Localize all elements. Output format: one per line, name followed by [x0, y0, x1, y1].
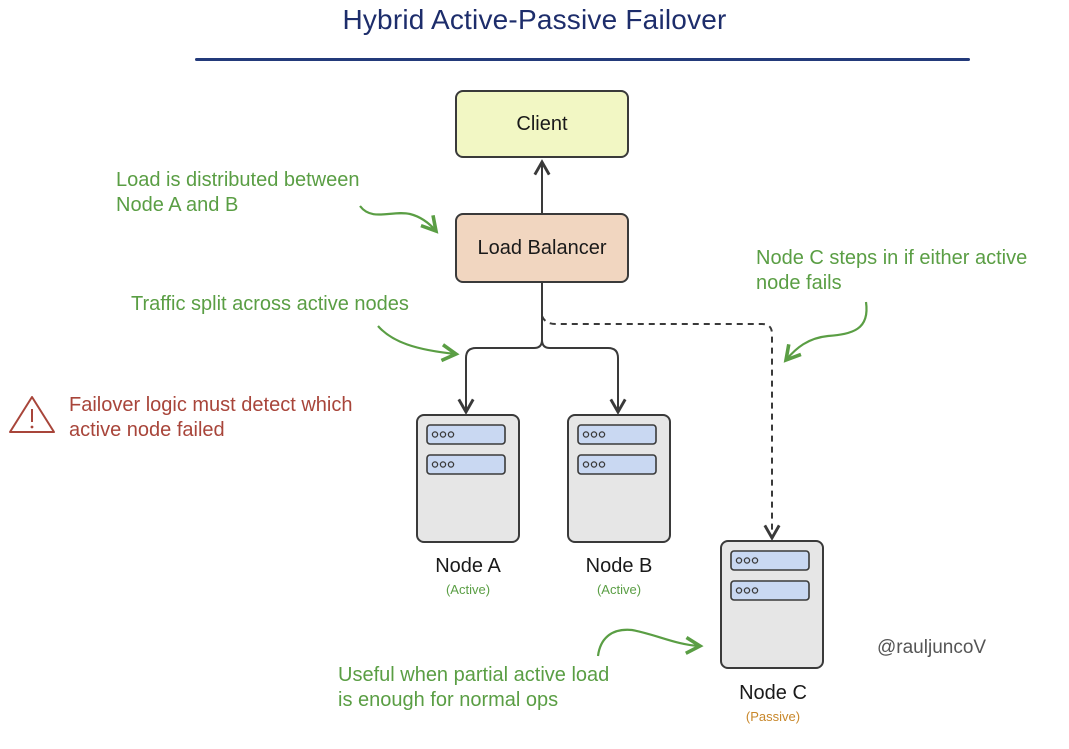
distributed-note-arrow [359, 205, 439, 234]
failover-warning-note: Failover logic must detect which active … [69, 393, 352, 443]
node-c-steps-in-note: Node C steps in if either active node fa… [756, 246, 1027, 296]
traffic-split-note: Traffic split across active nodes [131, 293, 409, 315]
useful-when-note: Useful when partial active load is enoug… [338, 663, 609, 713]
node-c-note-arrow [783, 301, 868, 363]
node-c-steps-in-line-1: Node C steps in if either active [756, 247, 1028, 269]
title-underline [195, 58, 970, 61]
useful-when-line-2: is enough for normal ops [338, 689, 559, 711]
node-a-server-icon [416, 414, 520, 543]
lb-to-node-c-dashed-arrow [541, 315, 781, 541]
client-label: Client [516, 112, 568, 135]
node-c-label: Node C [739, 682, 807, 704]
distributed-note-line-2: Node A and B [116, 194, 239, 216]
load-balancer-box: Load Balancer [455, 213, 629, 283]
node-c-steps-in-line-2: node fails [756, 272, 842, 294]
lb-to-node-b-arrow [541, 339, 627, 415]
failover-warning-line-2: active node failed [69, 419, 225, 441]
node-b-role: (Active) [596, 582, 642, 597]
useful-note-arrow [596, 628, 704, 657]
node-c-server-icon [720, 540, 824, 669]
node-a-label: Node A [435, 555, 501, 577]
node-b-label: Node B [585, 555, 653, 577]
distributed-note-line-1: Load is distributed between [116, 169, 360, 191]
lb-to-node-a-arrow [457, 283, 543, 415]
author-watermark: @rauljuncoV [877, 637, 987, 658]
node-a-role: (Active) [445, 582, 491, 597]
load-balancer-label: Load Balancer [477, 236, 607, 259]
node-c-role: (Passive) [745, 709, 801, 724]
warning-icon [9, 396, 55, 433]
node-b-server-icon [567, 414, 671, 543]
diagram-title: Hybrid Active-Passive Failover [342, 4, 727, 35]
failover-warning-line-1: Failover logic must detect which [69, 394, 353, 416]
distributed-note: Load is distributed between Node A and B [116, 168, 360, 218]
useful-when-line-1: Useful when partial active load [338, 664, 610, 686]
traffic-note-arrow [377, 325, 460, 363]
client-box: Client [455, 90, 629, 158]
